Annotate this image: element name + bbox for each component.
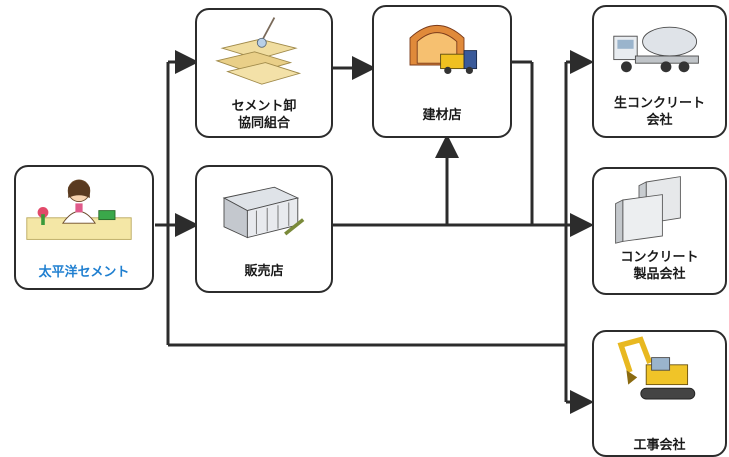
node-concrete-products: コンクリート 製品会社 [592,167,727,295]
node-label: 建材店 [422,108,462,123]
node-label: 販売店 [244,264,284,279]
node-cement-coop: セメント卸 協同組合 [195,8,333,138]
node-construction: 工事会社 [592,330,727,457]
node-label: コンクリート 製品会社 [620,250,699,282]
concrete-blocks-icon [615,176,681,244]
warehouse-icon [222,186,305,239]
person-at-desk-icon [26,179,132,240]
node-taiheiyo-cement: 太平洋セメント [14,165,154,290]
excavator-icon [617,336,696,400]
mixer-truck-icon [613,26,699,73]
node-sales-store: 販売店 [195,165,333,293]
node-label: 工事会社 [633,438,686,453]
node-label: 太平洋セメント [38,265,130,280]
storage-truck-icon [409,25,478,74]
node-building-materials: 建材店 [372,5,512,138]
node-label: セメント卸 協同組合 [231,99,297,131]
node-ready-mixed-concrete: 生コンクリート 会社 [592,5,727,138]
node-label: 生コンクリート 会社 [613,96,705,128]
cement-bags-icon [215,17,302,85]
